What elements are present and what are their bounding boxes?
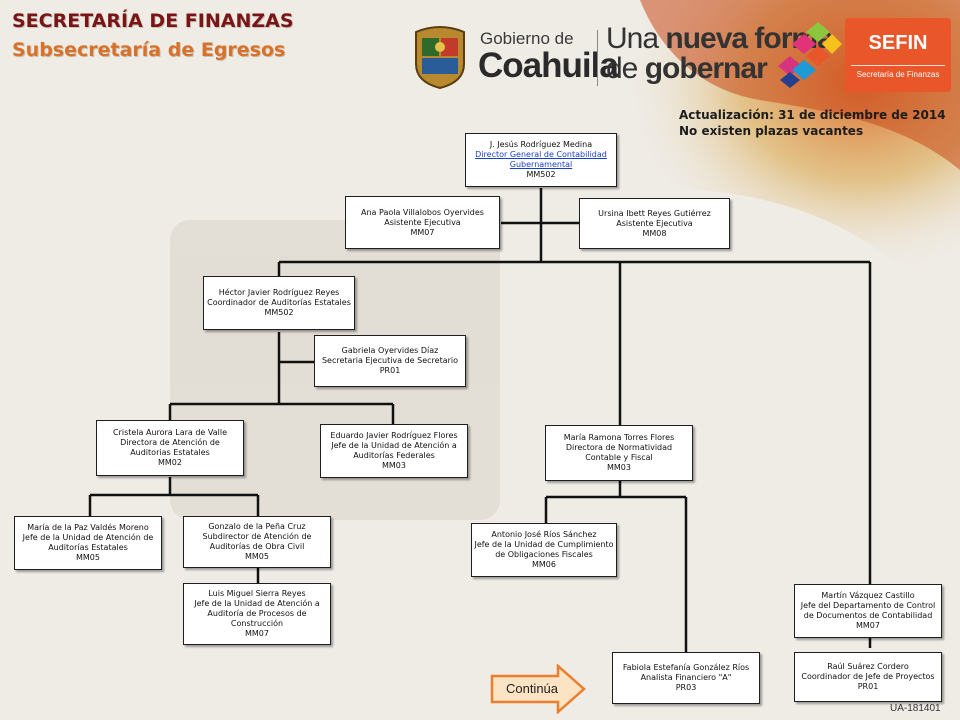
position-code: MM05	[76, 553, 100, 562]
person-name: María de la Paz Valdés Moreno	[27, 523, 149, 532]
person-name: Fabiola Estefanía González Ríos	[622, 663, 750, 672]
org-box-luis: Luis Miguel Sierra Reyes Jefe de la Unid…	[183, 583, 331, 645]
position-title: Jefe de la Unidad de Atención de	[22, 533, 154, 542]
state-name: Coahuila	[478, 46, 619, 85]
sefin-name: SEFIN	[868, 32, 928, 54]
org-box-gonzalo: Gonzalo de la Peña Cruz Subdirector de A…	[183, 516, 331, 568]
org-box-secretaria: Gabriela Oyervides Díaz Secretaria Ejecu…	[314, 335, 466, 387]
position-code: MM05	[245, 552, 269, 561]
position-code: MM07	[245, 629, 269, 638]
slogan-word: de	[606, 52, 645, 85]
position-code: MM07	[410, 227, 435, 237]
position-title-cont: Auditorías de Obra Civil	[209, 542, 305, 551]
position-code: PR01	[379, 366, 401, 375]
sefin-logo: SEFIN Secretaría de Finanzas	[845, 18, 951, 92]
org-box-antonio: Antonio José Ríos Sánchez Jefe de la Uni…	[471, 523, 617, 577]
position-title: Subdirector de Atención de	[202, 532, 312, 541]
person-name: Eduardo Javier Rodríguez Flores	[330, 431, 458, 440]
person-name: Cristela Aurora Lara de Valle	[112, 428, 228, 437]
position-title-cont: Auditorias Estatales	[130, 448, 210, 457]
position-title: Jefe de la Unidad de Cumplimiento	[474, 540, 614, 549]
org-box-maria-ramona: María Ramona Torres Flores Directora de …	[545, 425, 693, 481]
person-name: Ana Paola Villalobos Oyervides	[361, 207, 484, 217]
position-code: MM06	[532, 560, 556, 569]
position-title: Secretaria Ejecutiva de Secretario	[321, 356, 459, 365]
position-title-cont2: Construcción	[230, 619, 284, 628]
position-title-cont: de Obligaciones Fiscales	[495, 550, 593, 559]
org-box-martin: Martín Vázquez Castillo Jefe del Departa…	[794, 584, 942, 638]
org-box-eduardo: Eduardo Javier Rodríguez Flores Jefe de …	[320, 424, 468, 478]
position-title-cont: Auditoría de Procesos de	[207, 609, 307, 618]
org-box-asistente-ana: Ana Paola Villalobos Oyervides Asistente…	[345, 196, 500, 249]
person-name: J. Jesús Rodríguez Medina	[489, 140, 593, 149]
person-name: María Ramona Torres Flores	[563, 433, 675, 442]
person-name: Luis Miguel Sierra Reyes	[208, 589, 306, 598]
position-code: PR01	[857, 682, 879, 691]
org-box-coordinador: Héctor Javier Rodríguez Reyes Coordinado…	[203, 276, 355, 330]
page-title: SECRETARÍA DE FINANZAS	[12, 10, 294, 32]
position-code: MM08	[642, 228, 667, 238]
sefin-subtitle: Secretaría de Finanzas	[856, 70, 940, 79]
header-divider	[597, 30, 598, 86]
org-box-cristela: Cristela Aurora Lara de Valle Directora …	[96, 420, 244, 476]
position-title: Jefe de la Unidad de Atención a	[194, 599, 320, 608]
continue-arrow-icon[interactable]	[490, 664, 586, 714]
person-name: Gonzalo de la Peña Cruz	[208, 522, 306, 531]
coahuila-crest-icon	[415, 26, 465, 90]
position-title: Directora de Normatividad	[565, 443, 673, 452]
position-title: Asistente Ejecutiva	[616, 218, 693, 228]
sefin-divider	[851, 65, 945, 66]
position-title: Jefe de la Unidad de Atención a	[331, 441, 457, 450]
page-subtitle: Subsecretaría de Egresos	[12, 39, 286, 61]
position-title-cont: Auditorías Federales	[353, 451, 435, 460]
person-name: Antonio José Ríos Sánchez	[491, 530, 597, 539]
org-box-maria-paz: María de la Paz Valdés Moreno Jefe de la…	[14, 516, 162, 570]
update-date: Actualización: 31 de diciembre de 2014	[679, 108, 946, 122]
position-title: Jefe del Departamento de Control	[800, 601, 936, 610]
director-role-link-cont[interactable]: Gubernamental	[509, 160, 573, 169]
person-name: Raúl Suárez Cordero	[827, 662, 909, 671]
position-title-cont: Auditorías Estatales	[48, 543, 128, 552]
director-role-link[interactable]: Director General de Contabilidad	[475, 150, 607, 159]
org-box-raul: Raúl Suárez Cordero Coordinador de Jefe …	[794, 652, 942, 702]
person-name: Ursina Ibett Reyes Gutiérrez	[598, 208, 711, 218]
position-code: MM502	[264, 308, 294, 317]
position-title: Analista Financiero "A"	[640, 673, 732, 682]
position-code: MM07	[856, 621, 880, 630]
position-title: Coordinador de Jefe de Proyectos	[801, 672, 935, 681]
position-title: Coordinador de Auditorías Estatales	[207, 298, 351, 307]
org-box-fabiola: Fabiola Estefanía González Ríos Analista…	[612, 652, 760, 704]
org-box-asistente-ursina: Ursina Ibett Reyes Gutiérrez Asistente E…	[579, 198, 730, 249]
slogan-word: Una	[606, 22, 666, 55]
position-code: MM502	[526, 170, 556, 179]
position-title: Asistente Ejecutiva	[384, 217, 461, 227]
position-code: MM02	[158, 458, 182, 467]
update-note: Actualización: 31 de diciembre de 2014 N…	[679, 107, 946, 139]
position-title-cont: Contable y Fiscal	[585, 453, 653, 462]
position-code: MM03	[607, 463, 631, 472]
org-box-director: J. Jesús Rodríguez Medina Director Gener…	[465, 133, 617, 187]
position-title: Directora de Atención de	[120, 438, 220, 447]
continue-label[interactable]: Continúa	[505, 681, 559, 696]
person-name: Martín Vázquez Castillo	[821, 591, 915, 600]
position-code: PR03	[675, 683, 697, 692]
position-code: MM03	[382, 461, 406, 470]
document-code: UA-181401	[890, 703, 941, 714]
vacancy-note: No existen plazas vacantes	[679, 124, 864, 138]
person-name: Gabriela Oyervides Díaz	[341, 346, 439, 355]
slogan-bold: gobernar	[644, 52, 768, 85]
position-title-cont: de Documentos de Contabilidad	[803, 611, 933, 620]
person-name: Héctor Javier Rodríguez Reyes	[218, 288, 340, 297]
colored-diamonds-logo-icon	[778, 22, 842, 88]
government-label: Gobierno de	[480, 29, 574, 48]
slogan-line-2: de gobernar	[606, 52, 768, 86]
